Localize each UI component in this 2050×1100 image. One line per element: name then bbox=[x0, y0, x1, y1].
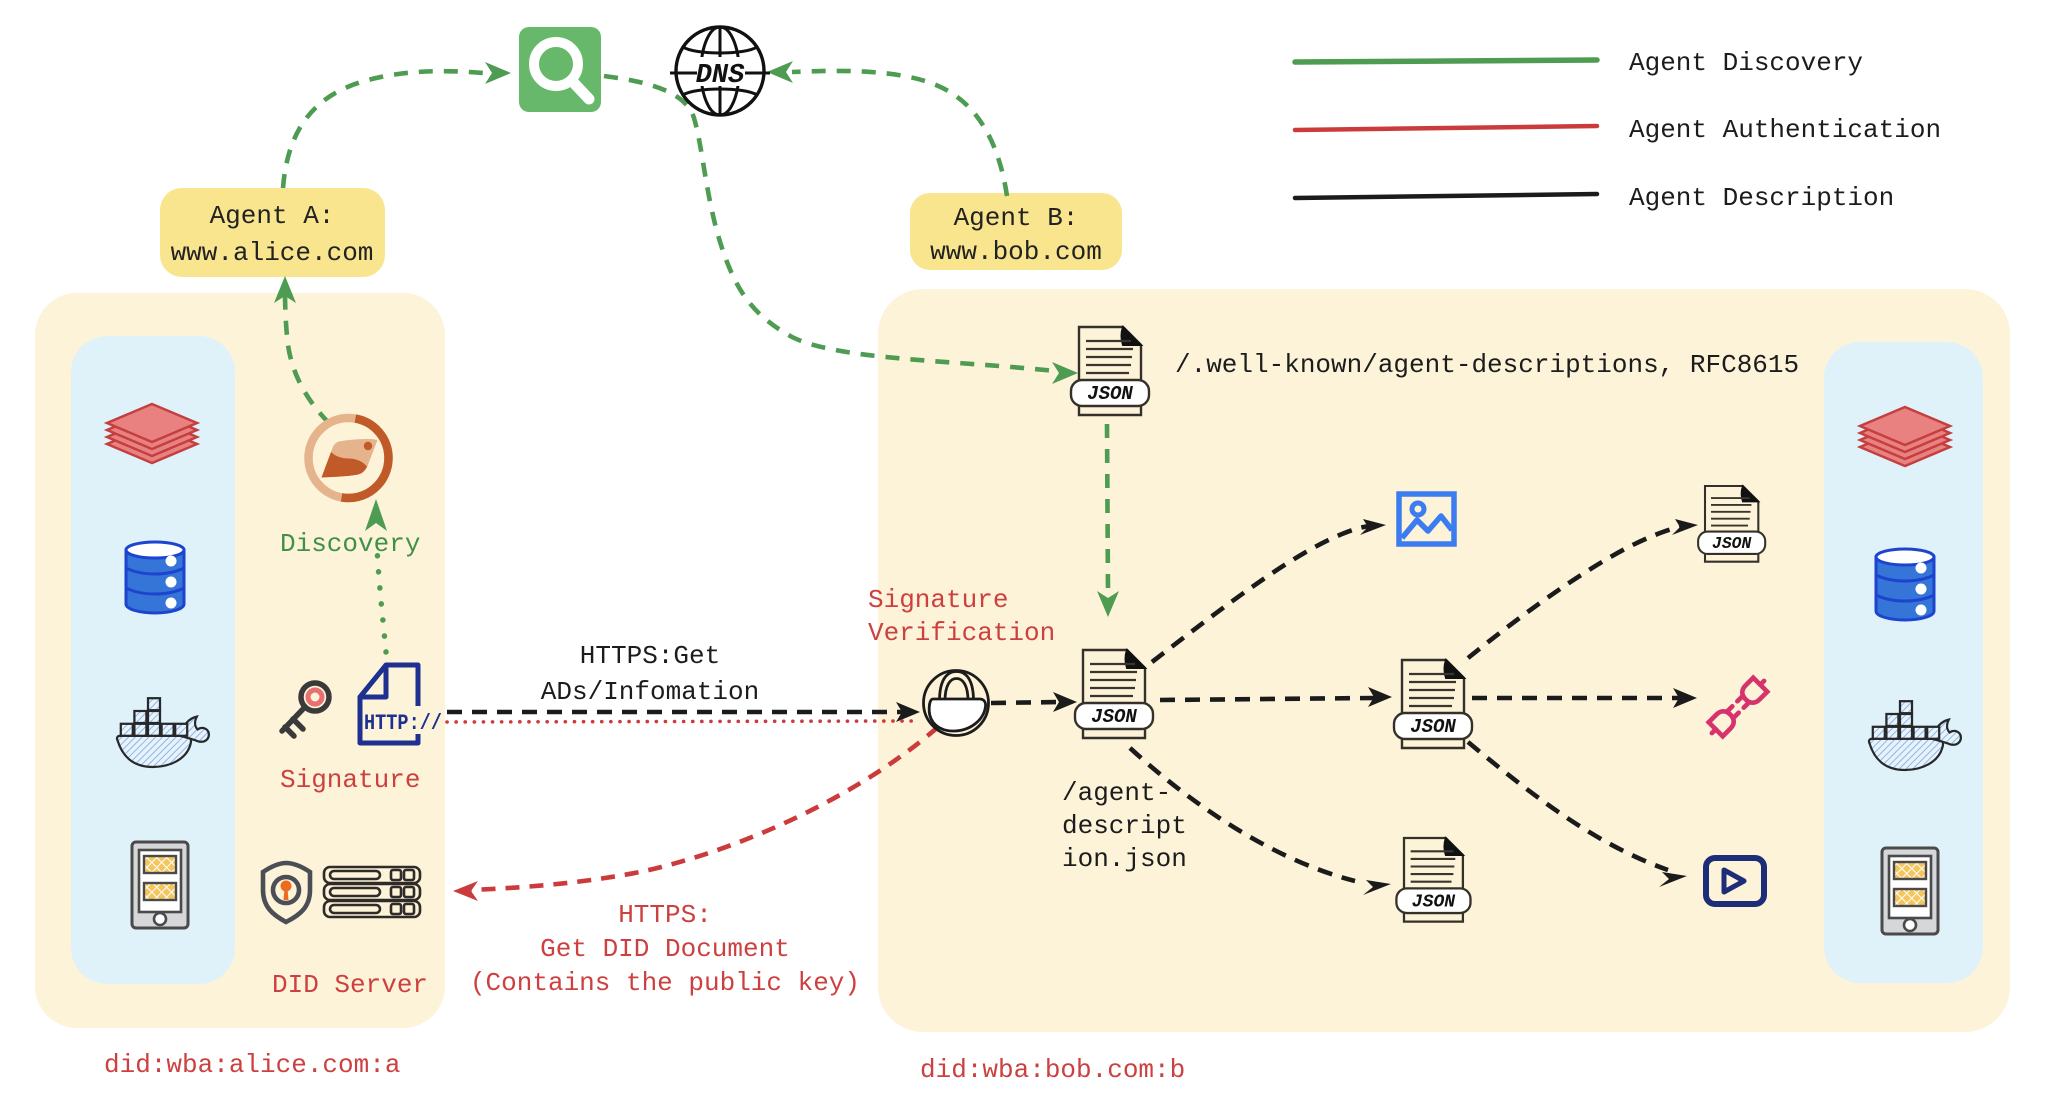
svg-text:Signature: Signature bbox=[868, 585, 1008, 615]
svg-text:Agent Discovery: Agent Discovery bbox=[1629, 48, 1863, 78]
svg-text:did:wba:bob.com:b: did:wba:bob.com:b bbox=[920, 1055, 1185, 1085]
svg-text:Verification: Verification bbox=[868, 618, 1055, 648]
svg-text:HTTPS:: HTTPS: bbox=[618, 900, 712, 930]
svg-text:HTTPS:Get: HTTPS:Get bbox=[580, 641, 720, 671]
svg-text:Discovery: Discovery bbox=[280, 529, 420, 559]
svg-text:www.alice.com: www.alice.com bbox=[171, 238, 374, 268]
svg-text:(Contains the public key): (Contains the public key) bbox=[470, 968, 860, 998]
svg-text:/.well-known/agent-description: /.well-known/agent-descriptions, RFC8615 bbox=[1175, 350, 1799, 380]
svg-text:DNS: DNS bbox=[696, 61, 745, 91]
svg-text:Agent Description: Agent Description bbox=[1629, 183, 1894, 213]
svg-text:did:wba:alice.com:a: did:wba:alice.com:a bbox=[104, 1050, 400, 1080]
svg-text:Signature: Signature bbox=[280, 765, 420, 795]
svg-text:www.bob.com: www.bob.com bbox=[930, 237, 1102, 267]
svg-text:Get DID Document: Get DID Document bbox=[540, 934, 790, 964]
svg-text:ADs/Infomation: ADs/Infomation bbox=[541, 677, 759, 707]
svg-text:descript: descript bbox=[1062, 811, 1187, 841]
svg-text:HTTP://: HTTP:// bbox=[364, 711, 442, 736]
svg-text:DID Server: DID Server bbox=[272, 970, 428, 1000]
svg-text:Agent Authentication: Agent Authentication bbox=[1629, 115, 1941, 145]
svg-text:ion.json: ion.json bbox=[1062, 844, 1187, 874]
svg-text:Agent B:: Agent B: bbox=[954, 203, 1079, 233]
svg-text:Agent A:: Agent A: bbox=[210, 201, 335, 231]
svg-text:/agent-: /agent- bbox=[1062, 778, 1171, 808]
